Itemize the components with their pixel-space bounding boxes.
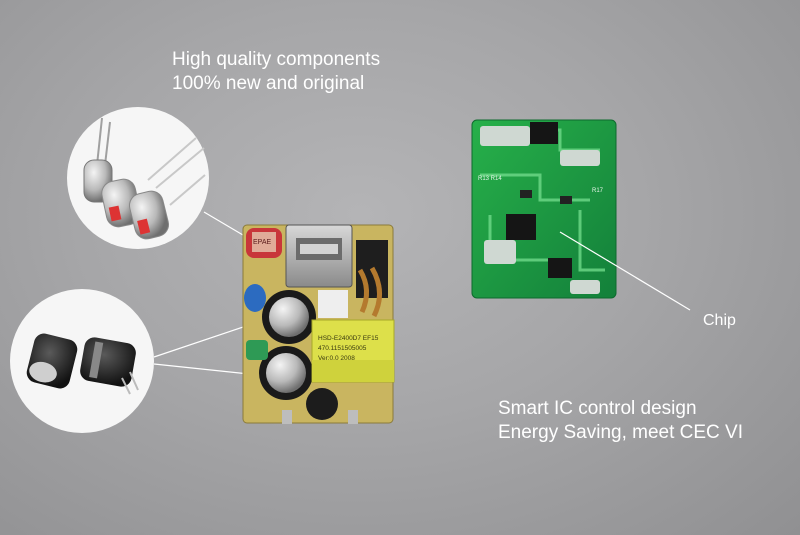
caption-top-line2: 100% new and original bbox=[172, 72, 365, 94]
svg-text:R17: R17 bbox=[592, 188, 604, 194]
svg-text:R13 R14: R13 R14 bbox=[478, 176, 502, 182]
charger-board-assembled: EPAE HSD-E2400D7 EF15 470.1151505005 Ver… bbox=[242, 224, 395, 424]
caption-bottom: Smart IC control design Energy Saving, m… bbox=[498, 397, 743, 445]
pcb-board-green: R13 R14 R17 bbox=[471, 119, 617, 299]
small-capacitor-marking: EPAE bbox=[253, 239, 271, 246]
caption-top-line1: High quality components bbox=[172, 49, 381, 70]
transformer-marking-line2: 470.1151505005 bbox=[318, 345, 367, 352]
pointer-line-chip bbox=[559, 231, 691, 311]
inset-white-capacitors bbox=[67, 107, 209, 249]
caption-bottom-line1: Smart IC control design bbox=[498, 398, 697, 419]
caption-bottom-line2: Energy Saving, meet CEC VI bbox=[498, 421, 743, 443]
transformer-marking-line1: HSD-E2400D7 EF15 bbox=[318, 335, 379, 342]
caption-top: High quality components 100% new and ori… bbox=[172, 48, 380, 96]
inset-black-capacitors bbox=[10, 289, 154, 433]
transformer-marking-line3: Ver:0.0 2008 bbox=[318, 355, 355, 362]
pointer-line-top bbox=[203, 211, 249, 239]
chip-label: Chip bbox=[703, 312, 736, 329]
